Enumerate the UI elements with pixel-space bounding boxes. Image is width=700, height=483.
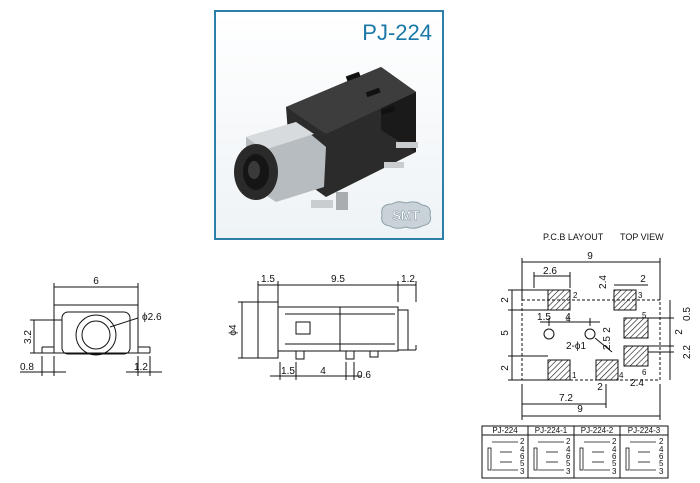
front-left-foot-label: 0.8 <box>20 362 34 373</box>
pad-1 <box>547 359 571 381</box>
side-front-len-label: 1.5 <box>261 274 275 285</box>
v4-pin-c: 6 <box>659 452 664 461</box>
pcb-dim-0-5: 0.5 <box>682 307 693 321</box>
pcb-dim-2-top-right: 2 <box>640 274 646 285</box>
v2-pin-a: 2 <box>566 437 571 446</box>
v3-pin-d: 5 <box>612 459 617 468</box>
v1-pin-d: 5 <box>520 459 525 468</box>
front-right-foot-label: 1.2 <box>134 362 148 373</box>
side-dia-label: ϕ4 <box>228 324 239 336</box>
pad-2 <box>547 289 571 311</box>
v3-pin-a: 2 <box>612 437 617 446</box>
pad-5-label: 5 <box>642 311 647 320</box>
front-height-label: 3.2 <box>23 330 34 344</box>
pcb-title: P.C.B LAYOUT <box>543 232 604 242</box>
pad-2-label: 2 <box>573 291 578 300</box>
v4-pin-e: 3 <box>659 467 664 476</box>
pcb-dim-4: 4 <box>565 312 571 323</box>
pad-4-top-label: 4 <box>566 315 571 324</box>
v4-pin-b: 4 <box>659 445 664 454</box>
v1-pin-a: 2 <box>520 437 525 446</box>
v2-pin-e: 3 <box>566 467 571 476</box>
side-pin-a-label: 1.5 <box>281 366 295 377</box>
pcb-dim-2-5: 2.5 <box>602 336 613 350</box>
pcb-dim-2-phi1: 2-ϕ1 <box>566 341 586 352</box>
v1-pin-c: 6 <box>520 452 525 461</box>
v4-pin-d: 5 <box>659 459 664 468</box>
pcb-dim-2-4-top: 2.4 <box>598 275 609 289</box>
front-width-label: 6 <box>93 276 99 287</box>
front-hole-label: ϕ2.6 <box>142 312 162 323</box>
pad-5 <box>623 317 649 339</box>
pcb-dim-2-left-bottom: 2 <box>500 365 511 371</box>
side-body-len-label: 9.5 <box>331 274 345 285</box>
pcb-dim-2-left-top: 2 <box>500 297 511 303</box>
smt-badge: SMT <box>381 201 432 229</box>
pcb-dim-2-6: 2.6 <box>543 266 557 277</box>
pad-4-bottom-label: 4 <box>619 371 624 380</box>
pcb-top-view-title: TOP VIEW <box>620 232 664 242</box>
v3-pin-c: 6 <box>612 452 617 461</box>
v2-pin-b: 4 <box>566 445 571 454</box>
v3-pin-e: 3 <box>612 467 617 476</box>
pcb-dim-1-5: 1.5 <box>537 312 551 323</box>
pad-6 <box>623 345 649 367</box>
pcb-dim-7-2: 7.2 <box>559 393 573 404</box>
pad-4 <box>595 359 619 381</box>
variant-header-3: PJ-224-2 <box>581 426 614 435</box>
variant-header-2: PJ-224-1 <box>535 426 568 435</box>
pcb-dim-2-2: 2.2 <box>682 345 693 359</box>
v3-pin-b: 4 <box>612 445 617 454</box>
side-pin-gap-label: 4 <box>320 366 326 377</box>
product-model-title: PJ-224 <box>362 20 432 45</box>
variant-header-4: PJ-224-3 <box>628 426 661 435</box>
variant-header-1: PJ-224 <box>492 426 518 435</box>
pcb-dim-2-4-bottom: 2.4 <box>630 378 644 389</box>
pcb-dim-5-left: 5 <box>500 330 511 336</box>
v4-pin-a: 2 <box>659 437 664 446</box>
side-pin-w-label: 0.6 <box>357 370 371 381</box>
side-rear-len-label: 1.2 <box>401 274 415 285</box>
pad-1-label: 1 <box>572 371 577 380</box>
v2-pin-d: 5 <box>566 459 571 468</box>
smt-badge-text: SMT <box>392 208 420 223</box>
pcb-dim-2-bottom: 2 <box>597 382 603 393</box>
pcb-dim-2-right: 2 <box>674 329 685 335</box>
product-photo-frame: PJ-224 SMT <box>214 10 444 240</box>
pad-6-label: 6 <box>642 368 647 377</box>
pcb-total-width-bottom: 9 <box>577 404 583 415</box>
v2-pin-c: 6 <box>566 452 571 461</box>
pcb-total-width-top: 9 <box>587 251 593 262</box>
pad-3 <box>613 289 637 311</box>
pcb-dim-2-mid: 2 <box>602 327 613 333</box>
v1-pin-b: 4 <box>520 445 525 454</box>
pad-3-label: 3 <box>638 291 643 300</box>
v1-pin-e: 3 <box>520 467 525 476</box>
product-photo <box>234 67 418 210</box>
